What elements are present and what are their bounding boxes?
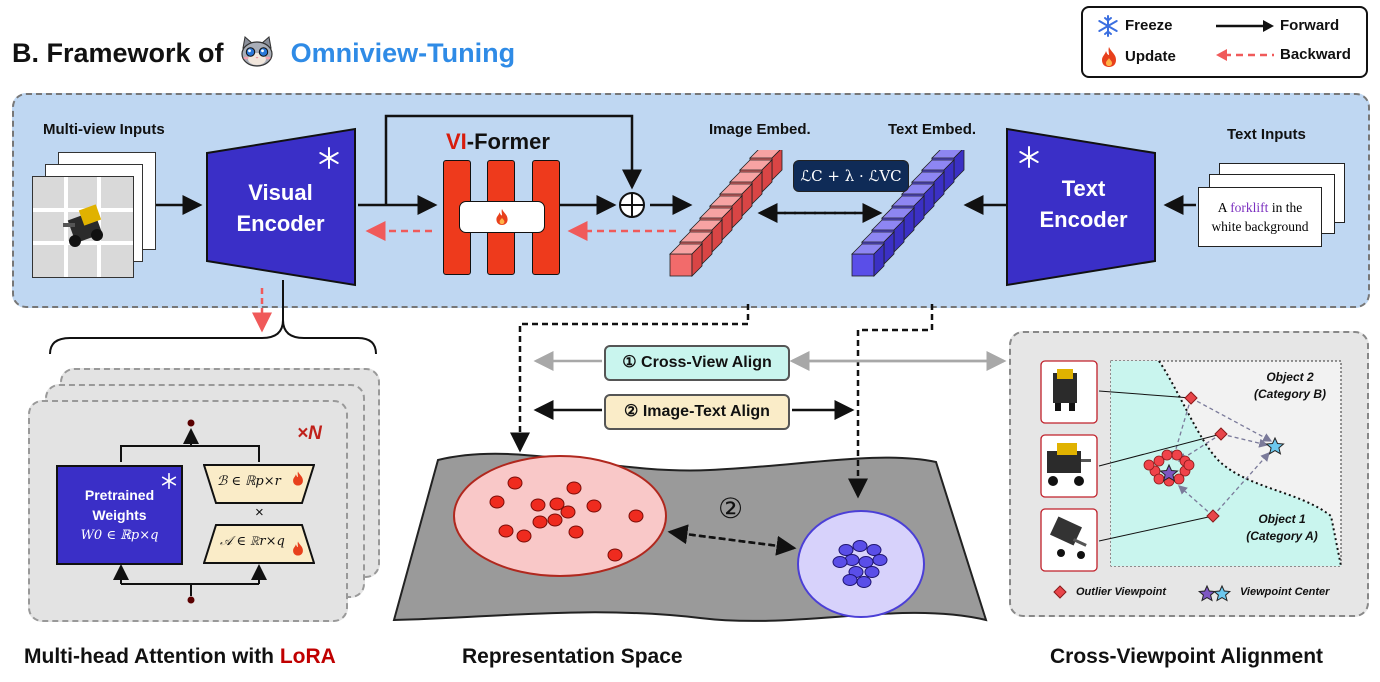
b-matrix-shape (203, 464, 315, 504)
image-embedding-point (607, 548, 623, 562)
backward-arrow-icon (1216, 49, 1274, 61)
legend-backward: Backward (1280, 46, 1351, 63)
text-embedding-point (856, 576, 872, 588)
legend-freeze: Freeze (1125, 17, 1173, 34)
visual-encoder (206, 127, 356, 287)
forklift-photo (32, 176, 134, 278)
representation-space (392, 304, 1007, 622)
legend-forward: Forward (1280, 17, 1340, 34)
embed-cube (851, 243, 885, 277)
visual-encoder-label: Visual Encoder (236, 180, 325, 236)
multiview-inputs-label: Multi-view Inputs (43, 121, 165, 138)
cat-logo-icon (237, 36, 277, 68)
page-title: B. Framework of Omniview-Tuning (12, 36, 515, 69)
image-embedding-point (628, 509, 644, 523)
lora-connectors (49, 280, 377, 355)
image-embedding-point (530, 498, 546, 512)
text-embedding-point (864, 566, 880, 578)
text-encoder (1006, 127, 1156, 287)
text-embedding-point (832, 556, 848, 568)
cross-view-align-pill: ① Cross-View Align (604, 345, 790, 381)
viewpoint-point (1153, 455, 1165, 467)
times-label: × (255, 504, 264, 521)
viformer-fire-icon (496, 209, 508, 225)
viewpoint-point (1171, 449, 1183, 461)
viewpoint-point (1161, 449, 1173, 461)
object1-label: Object 1 (Category A) (1246, 512, 1318, 543)
embed-cube (669, 243, 703, 277)
image-embedding-point (532, 515, 548, 529)
text-embed-vector (851, 150, 965, 277)
center-legend-label: Viewpoint Center (1240, 586, 1330, 598)
pretrained-weights-box: Pretrained Weights W0 ∈ ℝp×q (56, 465, 183, 565)
snowflake-icon (1097, 15, 1119, 42)
multiview-image-stack (32, 150, 156, 278)
text-embedding-point (858, 556, 874, 568)
lora-wiring (113, 419, 267, 604)
pretrained-snowflake-icon (161, 472, 177, 494)
object2-label: Object 2 (Category B) (1253, 370, 1326, 401)
image-embedding-point (547, 513, 563, 527)
viformer-title: VI-Former (446, 129, 550, 154)
viformer-adapter (459, 201, 545, 233)
text-inputs-label: Text Inputs (1227, 126, 1306, 143)
text-input-card: A forklift in the white background (1198, 187, 1322, 247)
lora-caption: Multi-head Attention with LoRA (24, 645, 336, 668)
legend: Freeze Update Forward Backward (1081, 6, 1368, 78)
fire-icon (1099, 46, 1119, 73)
image-embedding-point (586, 499, 602, 513)
text-embed-label: Text Embed. (888, 121, 977, 138)
viewpoint-point (1153, 473, 1165, 485)
image-text-align-pill: ② Image-Text Align (604, 394, 790, 430)
image-embedding-point (566, 481, 582, 495)
text-embedding-point (838, 544, 854, 556)
text-encoder-snowflake-icon (1018, 146, 1040, 173)
repeat-label: ×N (297, 423, 322, 444)
brand-name: Omniview-Tuning (290, 38, 516, 68)
a-matrix-shape (203, 524, 315, 564)
text-embedding-point (872, 554, 888, 566)
image-embedding-point (560, 505, 576, 519)
forklift-thumbnails (1047, 369, 1091, 559)
a-matrix-label: 𝒜 ∈ ℝr×q (220, 534, 285, 549)
text-embedding-point (852, 540, 868, 552)
text-embedding-point (842, 574, 858, 586)
image-embed-label: Image Embed. (709, 121, 811, 138)
text-encoder-label: Text Encoder (1039, 176, 1128, 232)
image-embedding-point (489, 495, 505, 509)
representation-caption: Representation Space (462, 645, 683, 668)
viewpoint-plot (1040, 360, 1342, 602)
viewpoint-point (1183, 459, 1195, 471)
viewpoint-point (1173, 473, 1185, 485)
image-embedding-point (507, 476, 523, 490)
loss-pill: ℒC + λ · ℒVC (793, 160, 909, 192)
image-embedding-point (516, 529, 532, 543)
b-fire-icon (291, 470, 305, 492)
a-fire-icon (291, 540, 305, 562)
oplus-icon (619, 192, 645, 218)
image-embedding-point (568, 525, 584, 539)
pipeline-arrows (156, 114, 1196, 241)
image-embed-vector (669, 150, 783, 277)
b-matrix-label: ℬ ∈ ℝp×r (217, 474, 281, 489)
viformer-block (443, 160, 560, 275)
title-prefix: B. Framework of (12, 38, 224, 68)
legend-update: Update (1125, 48, 1176, 65)
viewpoint-point (1143, 459, 1155, 471)
image-embedding-point (498, 524, 514, 538)
cross-viewpoint-caption: Cross-Viewpoint Alignment (1050, 645, 1324, 668)
image-embedding-point (549, 497, 565, 511)
outlier-legend-label: Outlier Viewpoint (1076, 586, 1167, 598)
pair-marker: ② (718, 493, 744, 524)
forward-arrow-icon (1216, 20, 1274, 32)
encoder-snowflake-icon (318, 147, 340, 174)
text-embedding-point (866, 544, 882, 556)
